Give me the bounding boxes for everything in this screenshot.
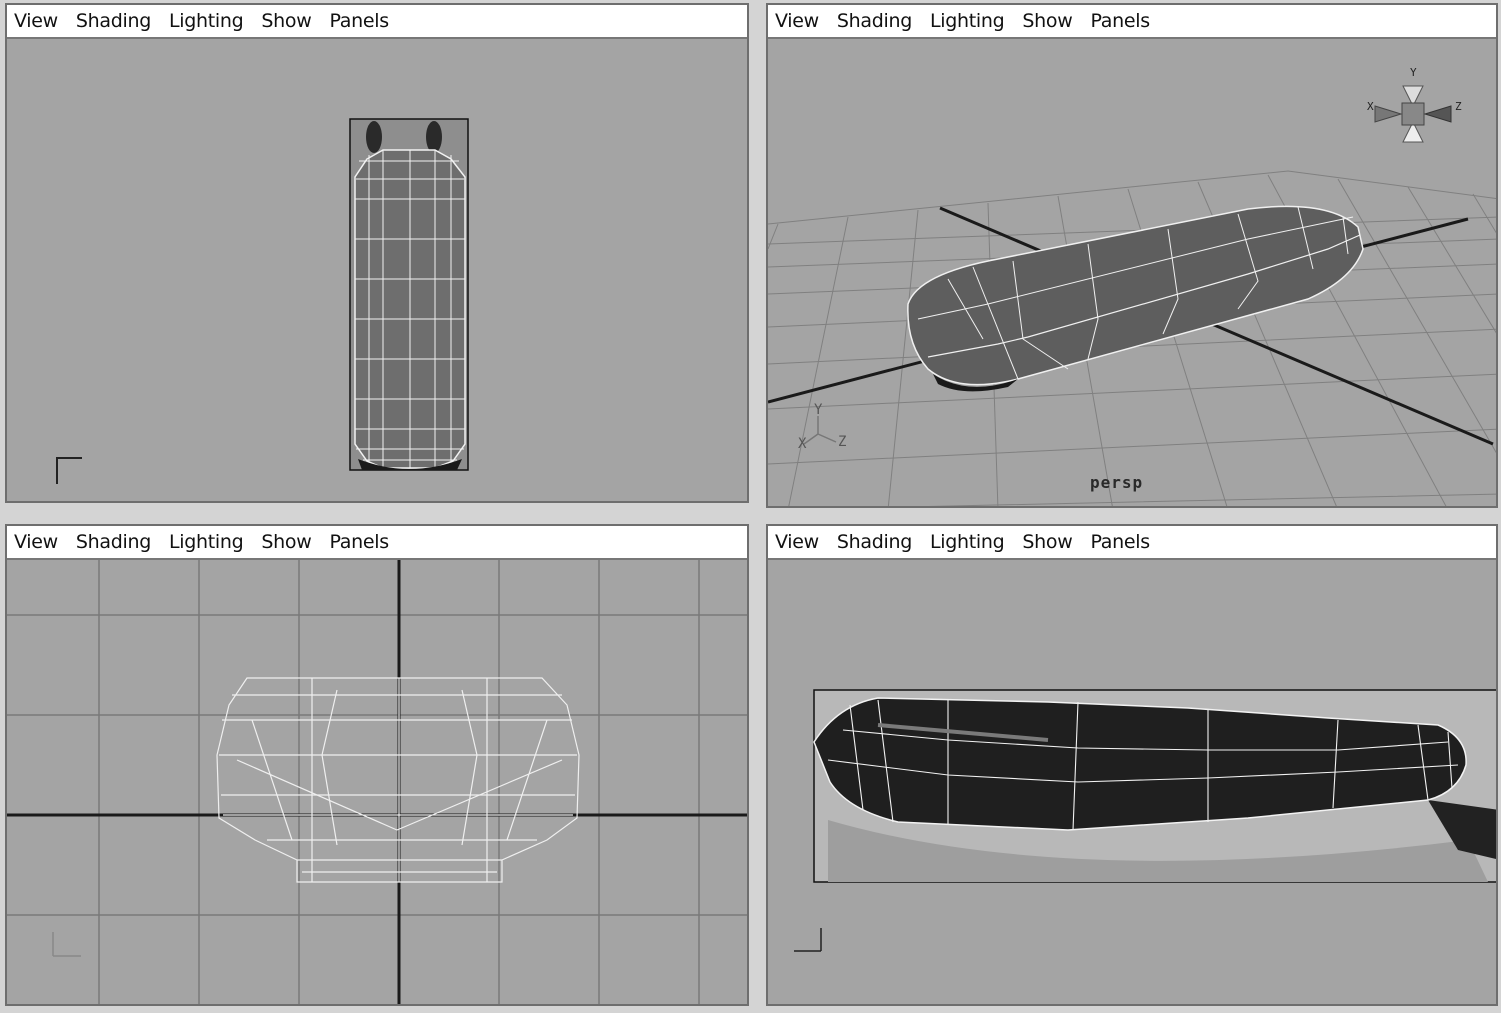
menu-view[interactable]: View	[14, 10, 58, 32]
menu-lighting[interactable]: Lighting	[168, 531, 244, 553]
camera-label: persp	[1090, 473, 1144, 492]
viewport-front-canvas[interactable]	[7, 560, 747, 1004]
phone-mesh-front[interactable]	[216, 677, 580, 883]
grid-axis-z	[939, 206, 1494, 446]
menu-panels[interactable]: Panels	[329, 10, 389, 32]
menu-shading[interactable]: Shading	[836, 531, 912, 553]
panel-menubar: View Shading Lighting Show Panels	[768, 526, 1496, 560]
axis-x-label: X	[798, 436, 807, 452]
menu-show[interactable]: Show	[261, 531, 312, 553]
view-corner-marker	[794, 928, 822, 952]
viewport-persp-canvas[interactable]: Y X Z X Y Z persp	[768, 39, 1496, 506]
svg-text:Y: Y	[1410, 66, 1417, 79]
menu-lighting[interactable]: Lighting	[168, 10, 244, 32]
viewport-panel-top[interactable]: View Shading Lighting Show Panels	[5, 3, 749, 503]
menu-view[interactable]: View	[775, 531, 819, 553]
phone-mesh-top[interactable]	[354, 149, 466, 470]
svg-text:X: X	[1367, 100, 1374, 113]
axis-indicator-icon: X Y Z	[798, 402, 846, 452]
viewport-panel-front[interactable]: View Shading Lighting Show Panels	[5, 524, 749, 1006]
viewport-panel-persp[interactable]: View Shading Lighting Show Panels	[766, 3, 1498, 508]
menu-shading[interactable]: Shading	[75, 10, 151, 32]
menu-view[interactable]: View	[775, 10, 819, 32]
menu-shading[interactable]: Shading	[75, 531, 151, 553]
phone-mesh-side[interactable]	[813, 697, 1467, 831]
menu-view[interactable]: View	[14, 531, 58, 553]
axis-z-label: Z	[838, 434, 846, 450]
image-plane-detail	[366, 121, 382, 153]
viewport-panel-side[interactable]: View Shading Lighting Show Panels	[766, 524, 1498, 1006]
menu-panels[interactable]: Panels	[329, 531, 389, 553]
menu-lighting[interactable]: Lighting	[929, 10, 1005, 32]
panel-menubar: View Shading Lighting Show Panels	[7, 526, 747, 560]
image-plane-shadow	[828, 820, 1488, 882]
panel-menubar: View Shading Lighting Show Panels	[768, 5, 1496, 39]
menu-panels[interactable]: Panels	[1090, 531, 1150, 553]
view-corner-marker	[52, 932, 81, 957]
phone-mesh-persp[interactable]	[907, 205, 1364, 392]
svg-text:Z: Z	[1455, 100, 1462, 113]
view-cube-icon[interactable]: Y X Z	[1367, 66, 1462, 143]
orthographic-grid	[7, 560, 747, 1004]
view-corner-marker	[56, 457, 82, 484]
menu-shading[interactable]: Shading	[836, 10, 912, 32]
viewport-side-canvas[interactable]	[768, 560, 1496, 1004]
axis-y-label: Y	[814, 402, 823, 418]
menu-panels[interactable]: Panels	[1090, 10, 1150, 32]
panel-menubar: View Shading Lighting Show Panels	[7, 5, 747, 39]
menu-show[interactable]: Show	[1022, 531, 1073, 553]
image-plane-detail	[1428, 800, 1496, 860]
menu-show[interactable]: Show	[1022, 10, 1073, 32]
viewport-top-canvas[interactable]	[7, 39, 747, 501]
menu-lighting[interactable]: Lighting	[929, 531, 1005, 553]
menu-show[interactable]: Show	[261, 10, 312, 32]
image-plane-detail	[426, 121, 442, 153]
